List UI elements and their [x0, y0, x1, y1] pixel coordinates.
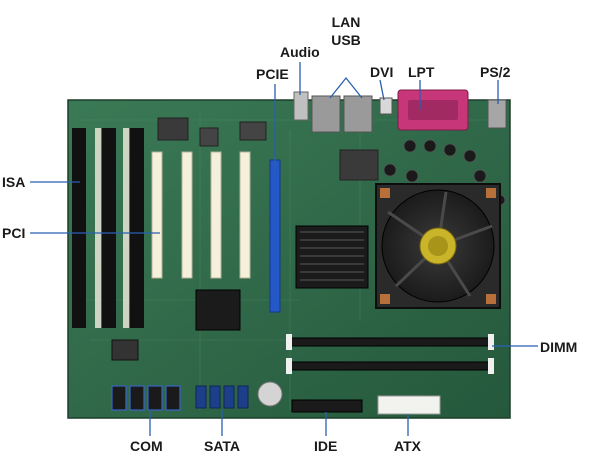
dimm-slots	[286, 334, 494, 374]
cpu-cooler	[375, 183, 501, 309]
southbridge-heatsink	[195, 289, 241, 331]
lan-usb-port-1	[311, 95, 341, 133]
northbridge-heatsink	[295, 225, 369, 289]
label-isa: ISA	[2, 174, 26, 190]
leader-dvi	[379, 79, 385, 101]
leader-lan-usb	[329, 76, 363, 99]
pci-slots	[151, 151, 251, 279]
label-dvi: DVI	[370, 64, 394, 80]
label-pci: PCI	[2, 225, 26, 241]
isa-slots	[72, 128, 144, 328]
sata-connectors	[195, 385, 249, 409]
label-dimm: DIMM	[540, 339, 578, 355]
label-usb: USB	[331, 32, 361, 48]
audio-jack	[293, 91, 309, 121]
label-sata: SATA	[204, 438, 241, 454]
label-audio: Audio	[280, 44, 320, 60]
atx-connector	[377, 395, 441, 415]
com-headers	[111, 385, 181, 411]
label-ide: IDE	[314, 438, 338, 454]
label-pcie: PCIE	[256, 66, 289, 82]
pcie-slot	[269, 159, 281, 313]
chipset	[111, 117, 379, 361]
label-lan: LAN	[331, 14, 361, 30]
lan-usb-port-2	[343, 95, 373, 133]
label-atx: ATX	[394, 438, 421, 454]
label-ps2: PS/2	[480, 64, 511, 80]
rear-io	[293, 89, 507, 133]
dvi-port	[379, 97, 393, 115]
leader-lines	[30, 62, 538, 436]
label-com: COM	[130, 438, 163, 454]
label-lpt: LPT	[408, 64, 435, 80]
cmos-battery	[257, 381, 283, 407]
ps2-port	[487, 99, 507, 129]
ide-connector	[291, 399, 363, 413]
